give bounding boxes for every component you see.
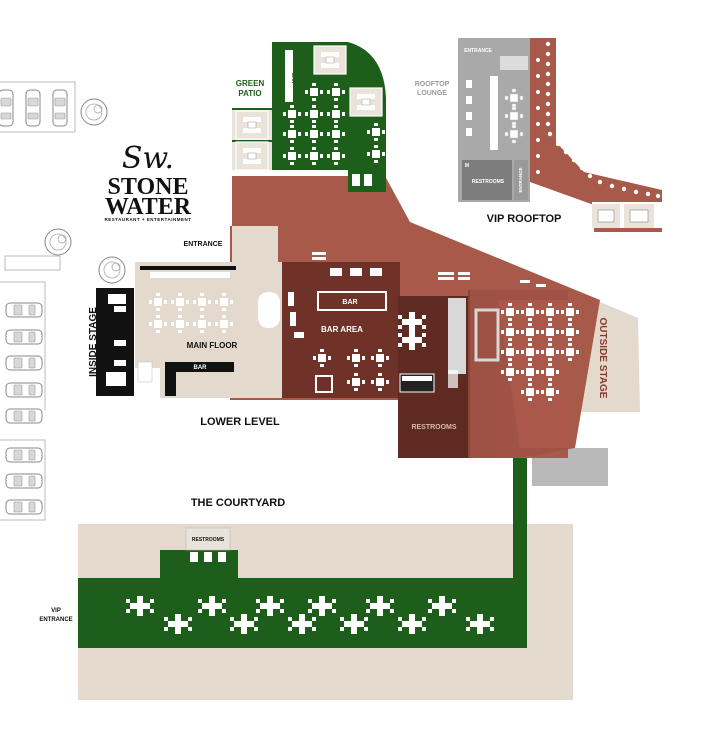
vip-rooftop-deck [530, 38, 662, 232]
label-the-courtyard: THE COURTYARD [191, 497, 285, 509]
label-main-floor: MAIN FLOOR [187, 341, 238, 350]
outside-stage-tables [312, 252, 579, 401]
tree-icon [80, 98, 108, 126]
stonewater-logo: Sw. STONE WATER RESTAURANT + ENTERTAINME… [105, 141, 192, 222]
label-rooftop-entrance-side: ENTRANCE [518, 167, 523, 192]
label-rooftop-m: M [465, 163, 469, 169]
label-rooftop-restrooms: RESTROOMS [472, 179, 505, 185]
label-vip-entrance-2: ENTRANCE [39, 617, 72, 623]
main-floor-bar [165, 362, 234, 396]
label-green-patio-1: GREEN [236, 79, 265, 88]
patio-tables [283, 83, 385, 186]
logo-line2: WATER [105, 194, 192, 220]
label-bar: BAR [342, 299, 357, 306]
label-courtyard-restrooms: RESTROOMS [192, 537, 225, 543]
label-rooftop-entrance: ENTRANCE [464, 48, 492, 54]
patio-bar [285, 50, 293, 102]
parking-area [0, 81, 76, 521]
label-patio-bar: BAR [290, 73, 296, 84]
tree-icon [98, 256, 126, 284]
main-floor-tables [137, 266, 280, 383]
label-vip-entrance-1: VIP [51, 608, 61, 614]
label-main-bar: BAR [194, 365, 208, 371]
label-inside-stage: INSIDE STAGE [88, 307, 99, 377]
courtyard-restrooms [185, 527, 231, 551]
logo-line1: STONE [108, 174, 189, 200]
logo-signature: Sw. [122, 141, 174, 176]
label-rooftop-lounge-2: LOUNGE [417, 90, 447, 97]
label-rooftop-lounge-1: ROOFTOP [415, 81, 450, 88]
label-green-patio-2: PATIO [238, 89, 261, 98]
label-entrance: ENTRANCE [184, 241, 223, 248]
restroom-area-furniture [398, 298, 500, 393]
label-vip-rooftop: VIP ROOFTOP [487, 213, 562, 225]
bar-area-furniture [288, 268, 389, 393]
label-bar-area: BAR AREA [321, 325, 363, 334]
logo-tagline: RESTAURANT + ENTERTAINMENT [105, 217, 192, 222]
rooftop-restrooms [462, 160, 512, 200]
tree-icon [44, 228, 72, 256]
rooftop-tables [466, 56, 528, 144]
label-restrooms: RESTROOMS [411, 424, 456, 431]
label-outside-stage: OUTSIDE STAGE [597, 318, 608, 399]
label-lower-level: LOWER LEVEL [200, 416, 280, 428]
rooftop-railing [536, 41, 661, 199]
